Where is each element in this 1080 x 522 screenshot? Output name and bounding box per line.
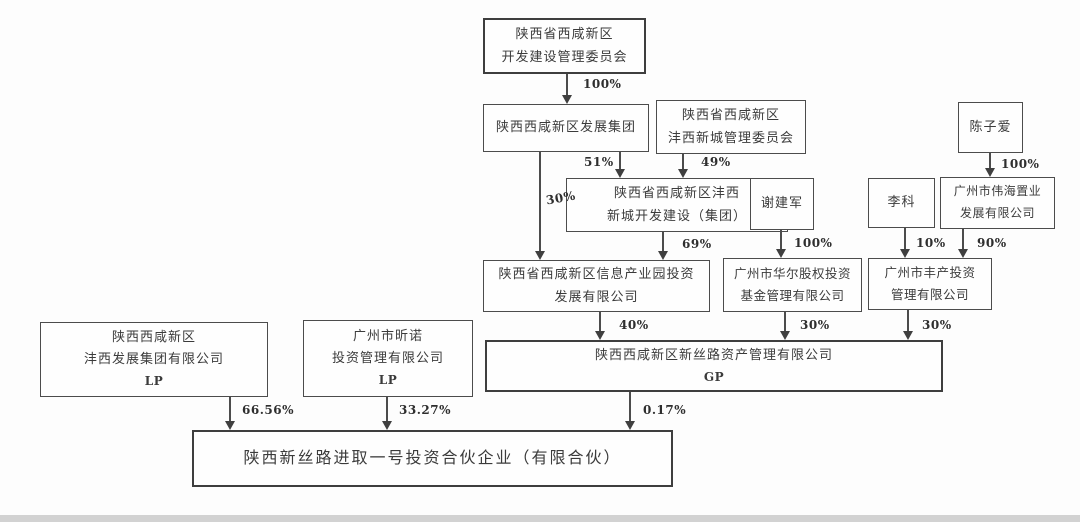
arrowhead-down-icon <box>625 421 635 430</box>
arrowhead-down-icon <box>776 249 786 258</box>
edge-line <box>566 74 568 96</box>
arrowhead-down-icon <box>658 251 668 260</box>
edge-line <box>904 228 906 250</box>
edge-label: 30% <box>922 318 952 332</box>
edge-label: 100% <box>583 77 622 91</box>
arrowhead-down-icon <box>958 249 968 258</box>
node-role-label: LP <box>378 373 398 388</box>
node-text: 陕西西咸新区发展集团 <box>495 120 636 136</box>
node-weihai-properties: 广州市伟海置业 发展有限公司 <box>940 177 1055 229</box>
node-text: 发展有限公司 <box>959 206 1035 220</box>
node-text: 陕西新丝路进取一号投资合伙企业（有限合伙） <box>243 448 622 468</box>
node-text: 发展有限公司 <box>554 290 639 305</box>
node-lp2-xinnuo: 广州市昕诺 投资管理有限公司 LP <box>303 320 473 397</box>
arrowhead-down-icon <box>678 169 688 178</box>
arrowhead-down-icon <box>382 421 392 430</box>
arrowhead-down-icon <box>903 331 913 340</box>
node-chen-ziai: 陈子爱 <box>958 102 1023 153</box>
arrowhead-down-icon <box>780 331 790 340</box>
node-text: 陕西西咸新区 <box>111 330 196 346</box>
node-huaer-fund: 广州市华尔股权投资 基金管理有限公司 <box>723 258 862 312</box>
node-text: 陕西西咸新区新丝路资产管理有限公司 <box>594 347 833 363</box>
edge-label: 40% <box>619 318 649 332</box>
edge-line <box>629 392 631 422</box>
node-text: 陕西省西咸新区信息产业园投资 <box>498 266 695 282</box>
node-text: 广州市昕诺 <box>352 329 423 345</box>
node-li-ke: 李科 <box>868 178 935 228</box>
node-gp-asset-management: 陕西西咸新区新丝路资产管理有限公司 GP <box>485 340 943 392</box>
edge-line <box>619 152 621 170</box>
node-text: 广州市华尔股权投资 <box>733 265 851 281</box>
node-lp1-fengxi-group: 陕西西咸新区 沣西发展集团有限公司 LP <box>40 322 268 397</box>
edge-label: 90% <box>977 236 1007 250</box>
edge-line <box>682 154 684 170</box>
node-text: 广州市伟海置业 <box>953 184 1042 199</box>
node-xie-jianjun: 谢建军 <box>750 178 814 230</box>
node-top-committee: 陕西省西咸新区 开发建设管理委员会 <box>483 18 646 74</box>
arrowhead-down-icon <box>615 169 625 178</box>
node-role-label: GP <box>703 369 725 384</box>
node-text: 谢建军 <box>760 196 803 212</box>
node-info-park: 陕西省西咸新区信息产业园投资 发展有限公司 <box>483 260 710 312</box>
arrowhead-down-icon <box>900 249 910 258</box>
node-text: 沣西发展集团有限公司 <box>83 352 224 368</box>
node-text: 新城开发建设（集团） <box>606 209 747 224</box>
edge-line <box>784 312 786 332</box>
node-fengxi-committee: 陕西省西咸新区 沣西新城管理委员会 <box>656 100 806 154</box>
edge-label: 0.17% <box>643 403 687 417</box>
node-text: 基金管理有限公司 <box>740 288 845 303</box>
node-text: 陕西省西咸新区沣西 <box>613 185 740 201</box>
edge-line <box>229 397 231 422</box>
edge-line <box>539 152 541 252</box>
node-text: 李科 <box>887 195 916 211</box>
footer-band <box>0 515 1080 522</box>
node-text: 陈子爱 <box>969 119 1012 135</box>
arrowhead-down-icon <box>985 168 995 177</box>
edge-line <box>386 397 388 422</box>
node-dev-group: 陕西西咸新区发展集团 <box>483 104 649 152</box>
node-text: 投资管理有限公司 <box>331 351 444 367</box>
edge-label: 49% <box>701 155 731 169</box>
edge-line <box>662 232 664 252</box>
edge-line <box>599 312 601 332</box>
edge-label: 69% <box>682 237 712 251</box>
edge-label: 100% <box>794 236 833 250</box>
edge-line <box>907 310 909 332</box>
edge-label: 33.27% <box>399 403 451 417</box>
node-text: 陕西省西咸新区 <box>515 26 614 42</box>
arrowhead-down-icon <box>562 95 572 104</box>
node-role-label: LP <box>144 374 164 389</box>
node-text: 管理有限公司 <box>890 287 969 302</box>
edge-label: 66.56% <box>242 403 294 417</box>
arrowhead-down-icon <box>535 251 545 260</box>
edge-line <box>989 153 991 169</box>
node-text: 开发建设管理委员会 <box>501 50 628 65</box>
node-text: 陕西省西咸新区 <box>681 107 780 123</box>
edge-line <box>780 230 782 250</box>
edge-label: 10% <box>916 236 946 250</box>
node-fengchan-investment: 广州市丰产投资 管理有限公司 <box>868 258 992 310</box>
arrowhead-down-icon <box>595 331 605 340</box>
arrowhead-down-icon <box>225 421 235 430</box>
node-text: 沣西新城管理委员会 <box>667 131 794 146</box>
edge-line <box>962 229 964 250</box>
node-text: 广州市丰产投资 <box>884 264 976 280</box>
edge-label: 30% <box>800 318 830 332</box>
node-partnership: 陕西新丝路进取一号投资合伙企业（有限合伙） <box>192 430 673 487</box>
edge-label: 51% <box>584 155 614 169</box>
edge-label: 100% <box>1001 157 1040 171</box>
